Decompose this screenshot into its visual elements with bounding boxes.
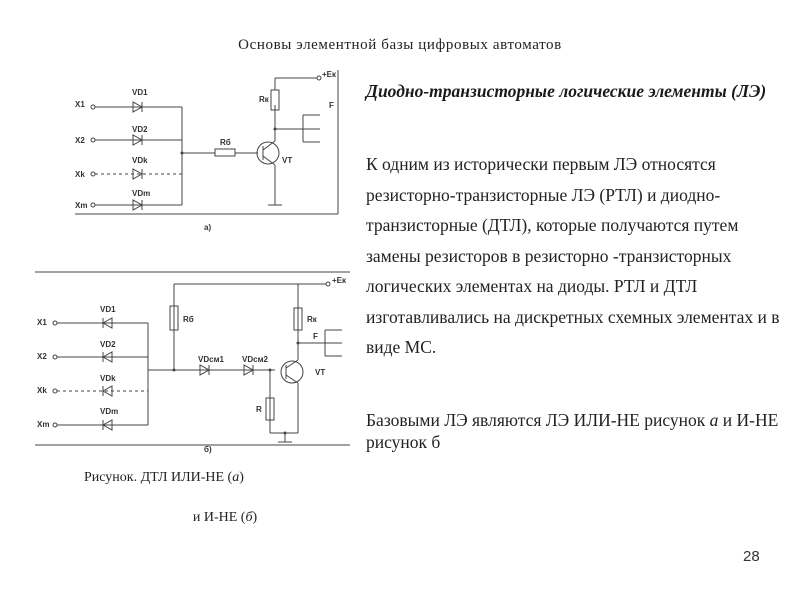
section-heading: Диодно-транзисторные логические элементы… (366, 81, 767, 101)
slide-title: Основы элементной базы цифровых автомато… (238, 37, 562, 53)
transistor-label: VT (315, 368, 325, 377)
input-label: Xm (37, 420, 49, 429)
input-label: X2 (75, 136, 85, 145)
supply-label: +Ек (322, 70, 337, 79)
diode-label: VD2 (100, 340, 116, 349)
input-label: Xm (75, 201, 87, 210)
transistor-label: VT (282, 156, 292, 165)
diodes-a: VD1 VD2 VDk VDm (132, 88, 150, 211)
base-resistor-label: Rб (220, 138, 231, 147)
input-label: X1 (75, 100, 85, 109)
diode-label: VD2 (132, 125, 148, 134)
diode-label: VD1 (132, 88, 148, 97)
caption-text: и И-НЕ ( (192, 510, 246, 525)
shift-diode-label: VDсм2 (242, 355, 268, 364)
page-number: 28 (743, 548, 760, 565)
caption-text: Рисунок. ДТЛ ИЛИ-НЕ ( (84, 470, 233, 485)
collector-resistor-label: Rк (259, 95, 270, 104)
input-label: Xk (75, 170, 85, 179)
diode-label: VDk (100, 374, 116, 383)
supply-label: +Ек (332, 276, 347, 285)
frame-a (75, 70, 339, 215)
input-label: Xk (37, 386, 47, 395)
output-label: F (313, 332, 318, 341)
para2-text: Базовыми ЛЭ являются ЛЭ ИЛИ-НЕ рисунок (366, 410, 710, 430)
caption-text: ) (239, 470, 244, 485)
body-paragraph-1: К одним из исторически первым ЛЭ относят… (366, 154, 780, 357)
shift-diode-label: VDсм1 (198, 355, 224, 364)
circuit-diagram-b: X1 X2 Xk Xm VD1 VD2 VDk VDm Rб +Ек VDсм1… (35, 271, 350, 454)
base-resistor-label: Rб (183, 315, 194, 324)
diode-label: VD1 (100, 305, 116, 314)
input-label: X2 (37, 352, 47, 361)
collector-resistor-label: Rк (307, 315, 318, 324)
caption-italic: б (245, 510, 253, 525)
para2-italic: а (709, 410, 719, 430)
caption-italic: а (232, 470, 240, 485)
resistor-label: R (256, 405, 262, 414)
diode-label: VDm (100, 407, 118, 416)
para2-text-end: и И-НЕ рисунок б (366, 410, 779, 452)
diode-label: VDk (132, 156, 148, 165)
figure-caption-line-1: Рисунок. ДТЛ ИЛИ-НЕ (а) (84, 470, 304, 486)
circuit-diagram-a: X1 X2 Xk Xm VD1 VD2 VDk VDm Rб VT Rк +Ек… (75, 70, 339, 232)
body-paragraph-2: Базовыми ЛЭ являются ЛЭ ИЛИ-НЕ рисунок а… (366, 409, 786, 453)
figure-caption-line-2: и И-НЕ (б) (60, 510, 390, 526)
diode-label: VDm (132, 189, 150, 198)
caption-text: ) (252, 510, 258, 525)
input-rows-a: X1 X2 Xk Xm (75, 100, 182, 210)
figure-label-b: б) (204, 445, 212, 454)
output-label: F (329, 101, 334, 110)
figure-label-a: а) (204, 223, 211, 232)
input-label: X1 (37, 318, 47, 327)
